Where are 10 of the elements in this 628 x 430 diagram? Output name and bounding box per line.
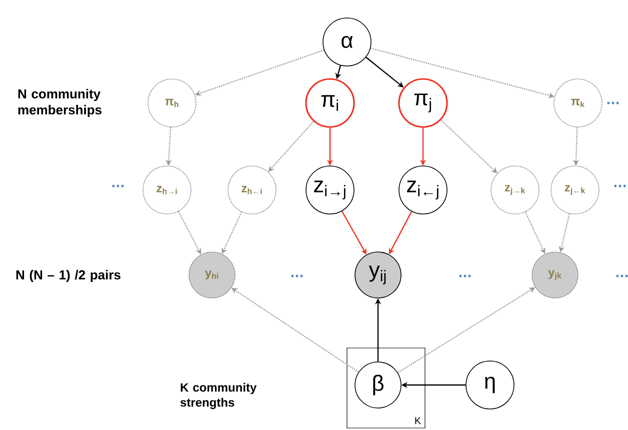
ellipsis: …: [616, 274, 628, 278]
annotation-label: N community memberships: [18, 88, 102, 118]
ellipsis: …: [459, 274, 471, 278]
annotation-label: N (N – 1) /2 pairs: [16, 270, 120, 282]
ellipsis: …: [614, 184, 626, 188]
annotation-label: K community strengths: [180, 382, 257, 410]
arrow: [440, 120, 498, 174]
ellipsis: …: [112, 184, 124, 188]
ellipsis: …: [291, 274, 303, 278]
arrow: [268, 121, 314, 172]
